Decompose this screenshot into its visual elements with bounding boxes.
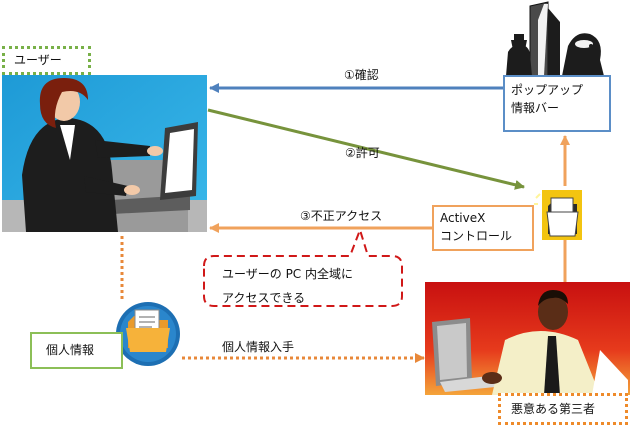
attacker-clipart	[425, 282, 630, 395]
personal-info-label: 個人情報	[46, 343, 95, 357]
user-clipart	[2, 75, 207, 232]
confirm-label: ①確認	[344, 68, 379, 82]
callout-bubble	[203, 226, 403, 307]
personal-info-box: 個人情報	[30, 332, 123, 369]
permit-label: ②許可	[345, 146, 380, 160]
callout-line1: ユーザーの PC 内全域に	[222, 267, 354, 281]
user-label-box: ユーザー	[2, 46, 91, 75]
popup-label-line1: ポップアップ	[511, 83, 584, 97]
permit-arrow	[207, 108, 525, 190]
user-label: ユーザー	[14, 53, 62, 67]
illegal-access-label: ③不正アクセス	[300, 209, 383, 223]
crooks-clipart	[506, 1, 604, 77]
activex-folder-icon	[534, 190, 582, 240]
attacker-label-box: 悪意ある第三者	[498, 393, 628, 425]
callout-text: ユーザーの PC 内全域に アクセスできる	[222, 262, 353, 310]
popup-label-line2: 情報バー	[511, 101, 560, 115]
info-acquired-label: 個人情報入手	[222, 340, 295, 354]
activex-label-line1: ActiveX	[440, 211, 486, 225]
callout-line2: アクセスできる	[222, 291, 306, 305]
popup-info-bar-box: ポップアップ 情報バー	[503, 75, 611, 132]
folder-icon	[116, 302, 180, 366]
attacker-label: 悪意ある第三者	[511, 402, 596, 416]
activex-box: ActiveX コントロール	[432, 205, 534, 251]
activex-label-line2: コントロール	[440, 229, 513, 243]
